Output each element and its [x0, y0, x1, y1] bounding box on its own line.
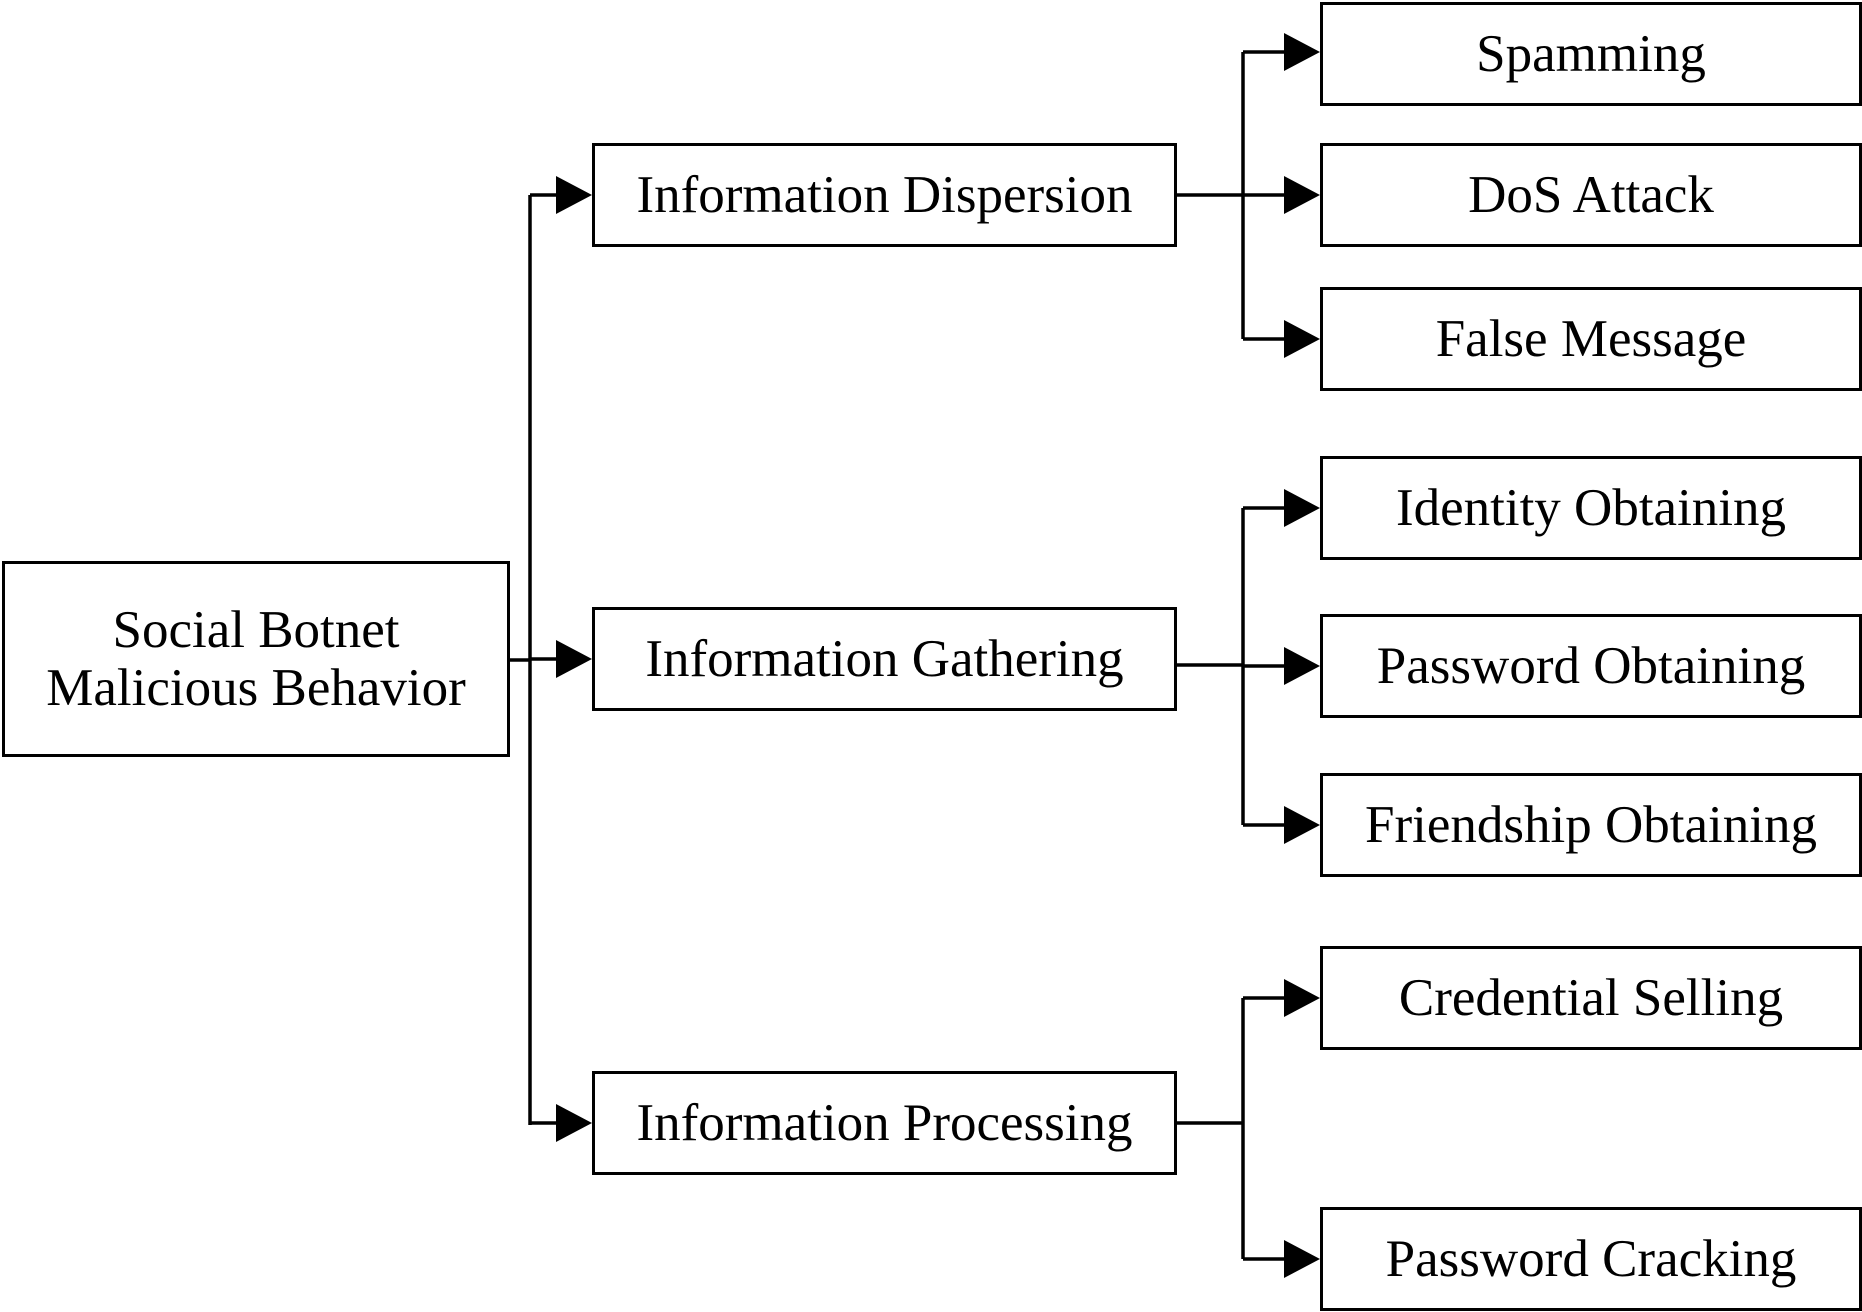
category-1-leaf-1-arrowhead: [1284, 647, 1320, 685]
leaf-dos-attack: DoS Attack: [1320, 143, 1862, 247]
leaf-spamming: Spamming: [1320, 2, 1862, 106]
root-to-category-0-arrowhead: [556, 176, 592, 214]
root-label-line2: Malicious Behavior: [46, 659, 466, 717]
leaf-credential-selling: Credential Selling: [1320, 946, 1862, 1050]
category-2-leaf-0-arrowhead: [1284, 979, 1320, 1017]
leaf-identity-obtaining: Identity Obtaining: [1320, 456, 1862, 560]
category-information-dispersion: Information Dispersion: [592, 143, 1177, 247]
category-1-leaf-0-arrowhead: [1284, 489, 1320, 527]
category-0-leaf-2-arrowhead: [1284, 320, 1320, 358]
category-1-leaf-2-arrowhead: [1284, 806, 1320, 844]
root-node: Social Botnet Malicious Behavior: [2, 561, 510, 757]
category-information-gathering: Information Gathering: [592, 607, 1177, 711]
leaf-false-message: False Message: [1320, 287, 1862, 391]
category-0-leaf-1-arrowhead: [1284, 176, 1320, 214]
root-to-category-1-arrowhead: [556, 640, 592, 678]
leaf-password-obtaining: Password Obtaining: [1320, 614, 1862, 718]
category-0-leaf-0-arrowhead: [1284, 33, 1320, 71]
category-information-processing: Information Processing: [592, 1071, 1177, 1175]
root-to-category-2-arrowhead: [556, 1104, 592, 1142]
leaf-friendship-obtaining: Friendship Obtaining: [1320, 773, 1862, 877]
root-label-line1: Social Botnet: [112, 600, 400, 659]
category-2-leaf-1-arrowhead: [1284, 1240, 1320, 1278]
leaf-password-cracking: Password Cracking: [1320, 1207, 1862, 1311]
